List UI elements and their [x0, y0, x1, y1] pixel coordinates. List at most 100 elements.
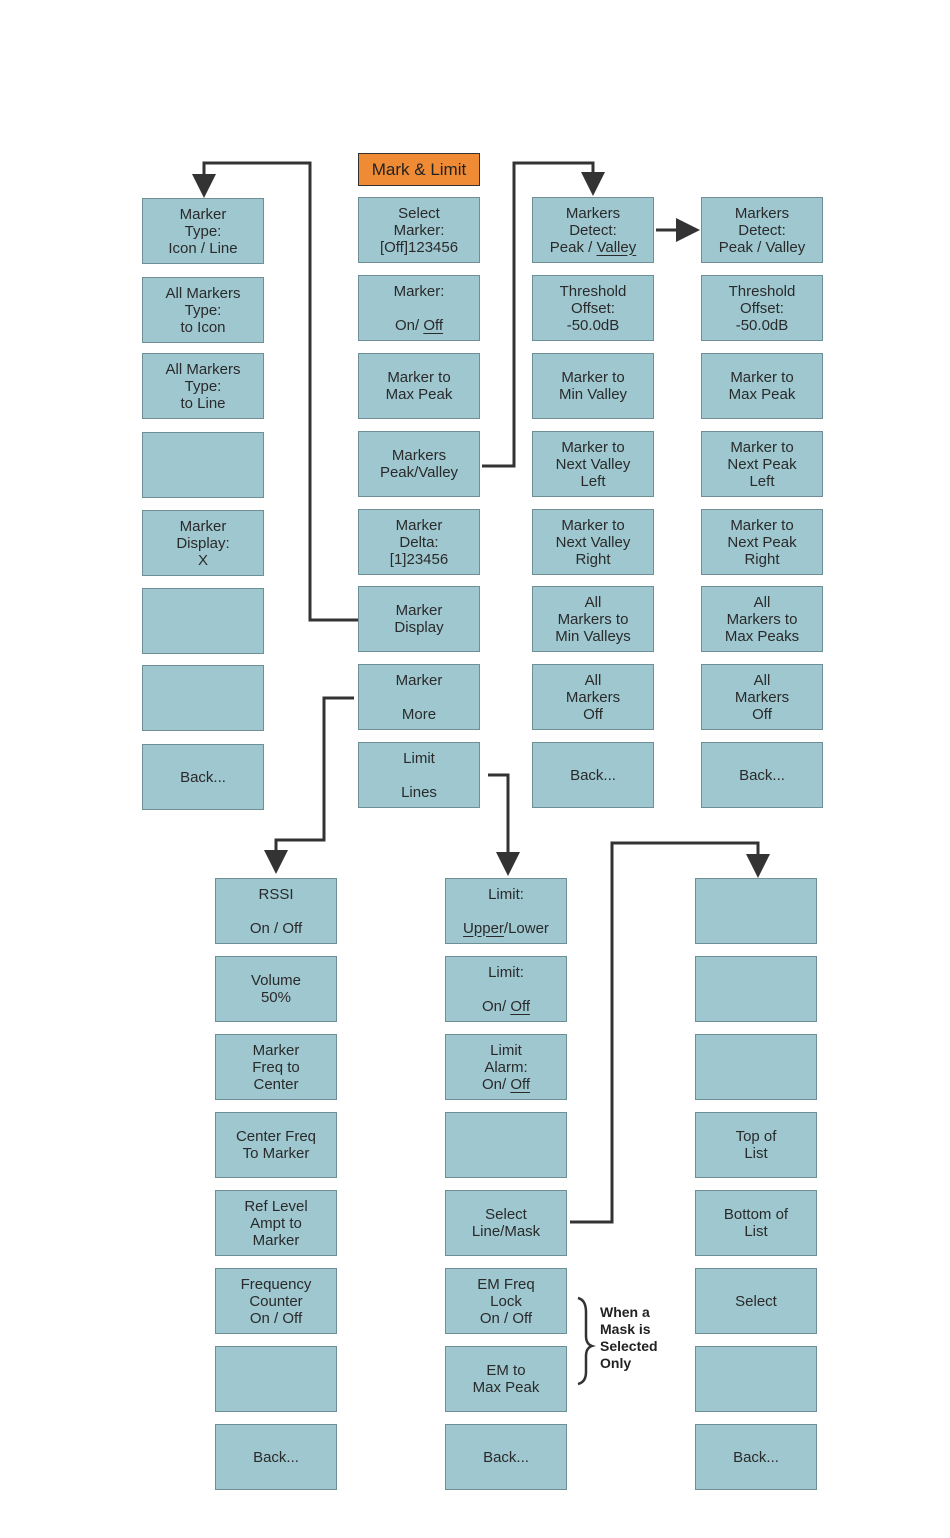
softkey-label-line: Bottom of [723, 1206, 789, 1223]
connector-select-line-mask [570, 841, 770, 1224]
softkey-limit-lines-4[interactable] [445, 1112, 567, 1178]
softkey-select-list-3[interactable] [695, 1034, 817, 1100]
softkey-label-line: Min Valleys [555, 627, 631, 645]
softkey-label-line: Next Peak [727, 533, 797, 551]
softkey-limit-lines-1[interactable]: Limit:Upper/Lower [445, 878, 567, 944]
softkey-marker-type-6[interactable] [142, 588, 264, 654]
softkey-limit-lines-8[interactable]: Back... [445, 1424, 567, 1490]
connector-limit-lines [488, 773, 520, 876]
softkey-select-list-7[interactable] [695, 1346, 817, 1412]
softkey-label-line: Top of [735, 1128, 777, 1145]
softkey-marker-more-7[interactable] [215, 1346, 337, 1412]
softkey-label-line: [1]23456 [389, 550, 449, 568]
softkey-label-line: Marker [252, 1041, 300, 1059]
softkey-select-list-2[interactable] [695, 956, 817, 1022]
softkey-peak-8[interactable]: Back... [701, 742, 823, 808]
softkey-select-list-6[interactable]: Select [695, 1268, 817, 1334]
softkey-label-line: On / Off [479, 1309, 533, 1327]
softkey-label-line: More [401, 705, 437, 723]
softkey-label-line: Off [583, 705, 603, 723]
softkey-label-line: Back... [739, 766, 785, 784]
softkey-marker-type-4[interactable] [142, 432, 264, 498]
softkey-marker-type-8[interactable]: Back... [142, 744, 264, 810]
softkey-label-line: Marker to [561, 369, 625, 386]
softkey-limit-lines-2[interactable]: Limit:On/ Off [445, 956, 567, 1022]
softkey-select-list-8[interactable]: Back... [695, 1424, 817, 1490]
softkey-label-line: Limit [403, 749, 435, 767]
softkey-label-line: Max Peaks [724, 627, 800, 645]
softkey-label-line: On/ Off [481, 997, 531, 1015]
softkey-label-line: Markers to [726, 610, 798, 628]
softkey-label-line: Back... [180, 768, 226, 786]
softkey-label-line: Left [749, 472, 775, 490]
softkey-label-line: EM Freq [477, 1275, 535, 1293]
softkey-label-line: Marker [252, 1231, 300, 1249]
softkey-marker-type-7[interactable] [142, 665, 264, 731]
softkey-label-line: Lock [490, 1292, 522, 1310]
softkey-select-list-1[interactable] [695, 878, 817, 944]
softkey-label-line: to Line [180, 394, 226, 412]
softkey-mark-limit-2[interactable]: Marker:On/ Off [358, 275, 480, 341]
softkey-marker-more-8[interactable]: Back... [215, 1424, 337, 1490]
softkey-label-line: Next Valley [555, 533, 631, 551]
softkey-label-line: Marker [395, 516, 443, 534]
softkey-label-line: Type: [184, 377, 222, 395]
softkey-label-line: Markers [565, 204, 621, 222]
softkey-label-line: Min Valley [558, 386, 628, 403]
softkey-valley-8[interactable]: Back... [532, 742, 654, 808]
softkey-label-line: Display: [176, 534, 230, 552]
softkey-label-line: Icon / Line [168, 239, 238, 257]
softkey-label-line: Next Valley [555, 455, 631, 473]
softkey-label-line: Marker: [393, 282, 445, 300]
softkey-label-line: Detect: [569, 221, 617, 239]
softkey-label-line: Marker: [393, 221, 445, 239]
softkey-label-line: Offset: [571, 299, 615, 317]
softkey-label-line: Back... [483, 1448, 529, 1466]
softkey-label-line: -50.0dB [566, 316, 620, 334]
softkey-label-line: To Marker [242, 1145, 310, 1162]
softkey-label-line: List [744, 1223, 768, 1240]
softkey-label-line: Back... [253, 1448, 299, 1466]
softkey-label-line: Back... [570, 766, 616, 784]
softkey-label-line: Marker [395, 671, 443, 689]
softkey-label-line: -50.0dB [735, 316, 789, 334]
